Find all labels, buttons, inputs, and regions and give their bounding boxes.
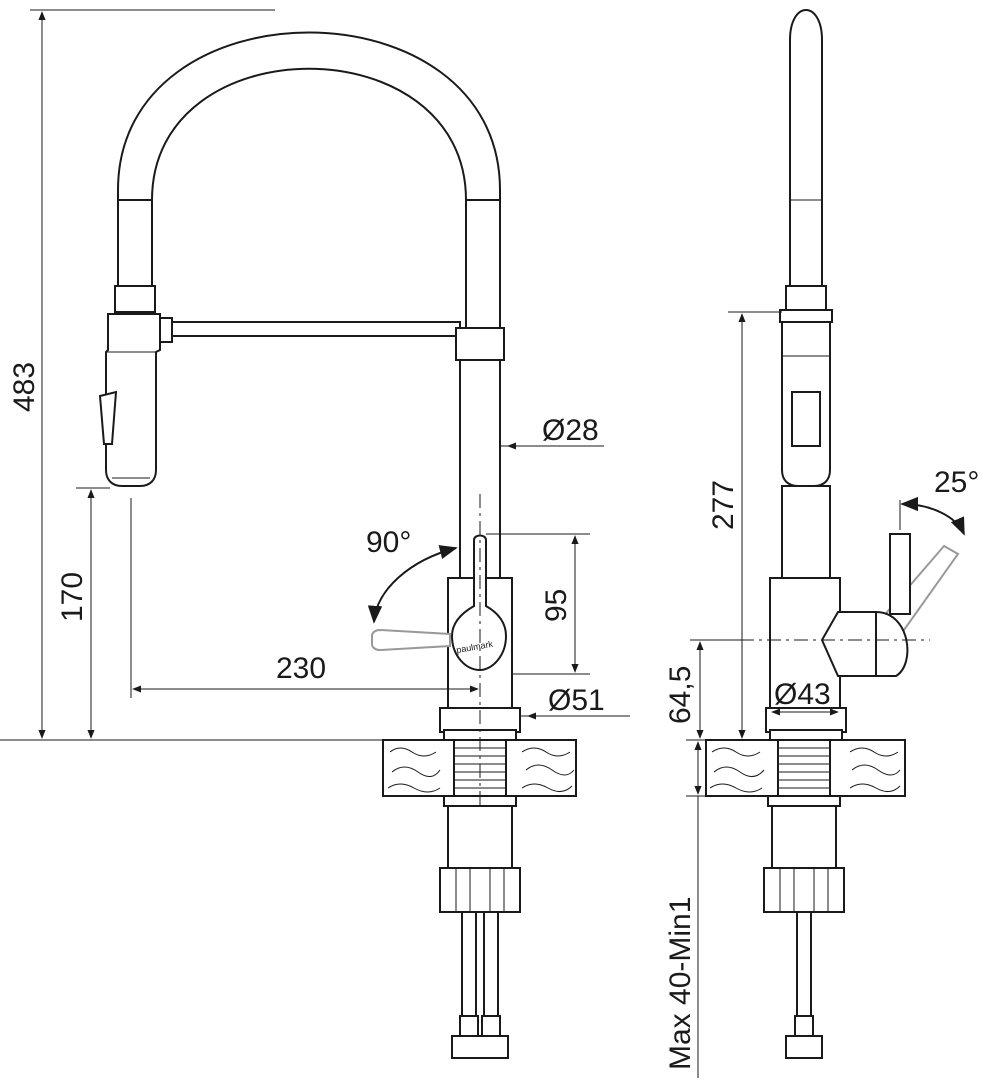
front-spout-arm [169,321,461,337]
side-spray-button [791,391,821,447]
front-lever-rotated [371,628,451,652]
side-hose-supply [796,911,812,1019]
dim-170: 170 [56,572,89,622]
dim-95: 95 [540,589,573,622]
dim-230: 230 [276,652,326,685]
front-spray-head [105,313,161,487]
dim-25: 25° [934,466,979,499]
front-hose-inner [151,67,467,330]
side-hose [789,9,823,287]
front-hose-right [483,911,499,1019]
front-mount-nut [439,867,521,913]
side-dimensions: 277 64,5 Ø43 Max 40-Min1 25° [664,311,979,1078]
front-top-cap [455,327,505,361]
front-hose-outer [117,31,501,330]
side-mount-nut [763,867,845,913]
dim-28: Ø28 [542,414,599,447]
side-lever [889,533,911,615]
side-cartridge [820,611,877,677]
front-spray-collar [114,285,156,313]
front-spray-button [98,390,118,445]
front-lever [450,534,508,672]
side-view [705,9,960,1059]
front-dimensions: 483 170 230 Ø28 95 Ø51 90° [0,9,630,741]
dim-arc-25 [900,496,965,536]
front-mount-tube [447,805,513,871]
front-view: paulmark [98,31,577,1059]
dim-countertop: Max 40-Min1 [664,897,697,1070]
dim-43: Ø43 [774,678,831,711]
dim-277: 277 [707,480,740,530]
front-hose-left [461,911,477,1019]
dim-90: 90° [366,526,411,559]
side-thread [777,739,831,799]
dim-51: Ø51 [548,684,605,717]
dim-645: 64,5 [664,666,697,724]
dim-arc-90 [367,545,458,624]
dim-483: 483 [8,362,41,412]
side-body [781,485,831,579]
